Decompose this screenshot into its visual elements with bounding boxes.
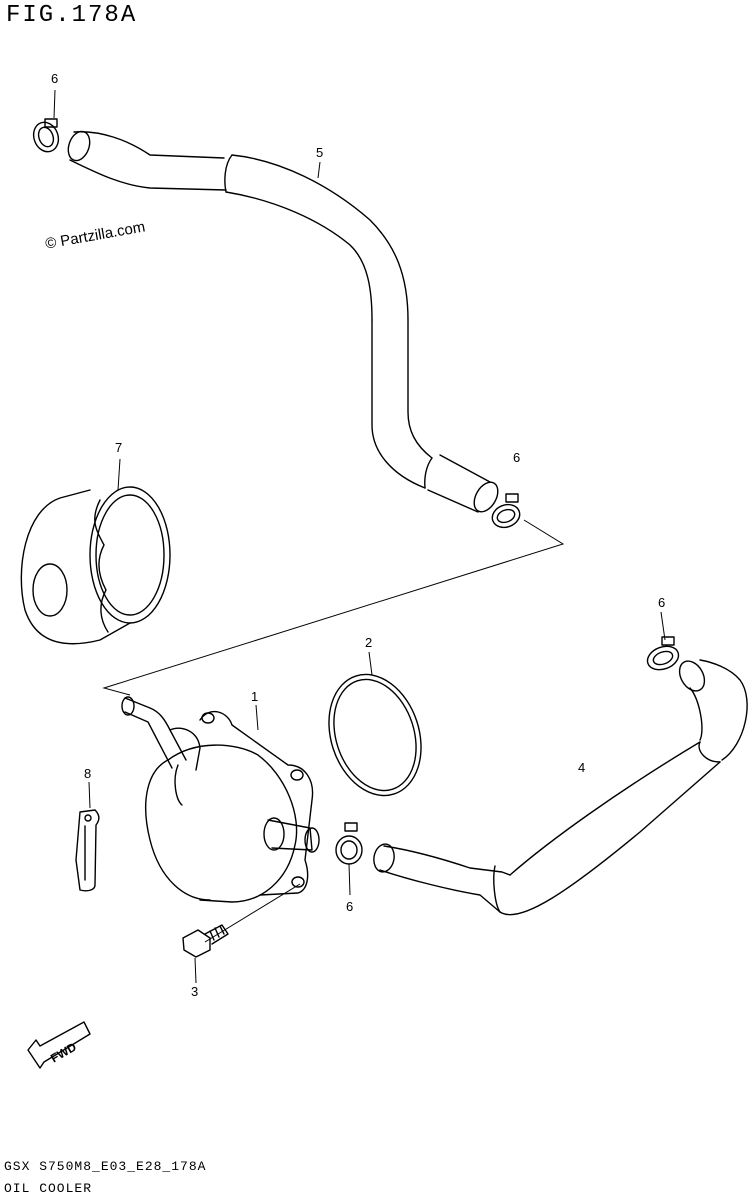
callout-1-oil-cooler: 1 [251,689,258,704]
callout-6-top-left: 6 [51,71,58,86]
callout-8-bracket: 8 [84,766,91,781]
figure-title: FIG.178A [6,2,138,29]
lower-oil-hose[interactable] [372,657,748,916]
mounting-bracket[interactable] [75,809,100,892]
hose-clamp-top-left[interactable] [30,118,63,155]
callout-3-bolt: 3 [191,984,198,999]
callout-7-oil-filter: 7 [115,440,122,455]
oil-cooler[interactable] [121,696,320,903]
diagram-code: GSX S750M8_E03_E28_178A [4,1159,207,1174]
forward-direction-arrow: FWD [27,1021,91,1069]
callout-4-lower-hose: 4 [578,760,585,775]
flange-bolt[interactable] [182,924,229,958]
callout-leaders [53,89,666,984]
hose-clamp-right[interactable] [644,636,682,674]
hose-clamp-upper-middle[interactable] [489,493,523,531]
callout-6-upper-middle: 6 [513,450,520,465]
callout-6-right: 6 [658,595,665,610]
callout-5-upper-hose: 5 [316,145,323,160]
callout-6-lower-middle: 6 [346,899,353,914]
callout-2-o-ring: 2 [365,635,372,650]
oil-filter[interactable] [20,486,171,645]
diagram-name: OIL COOLER [4,1181,93,1196]
hose-clamp-lower-middle[interactable] [335,822,363,865]
upper-oil-hose[interactable] [64,128,502,515]
o-ring[interactable] [314,662,436,807]
